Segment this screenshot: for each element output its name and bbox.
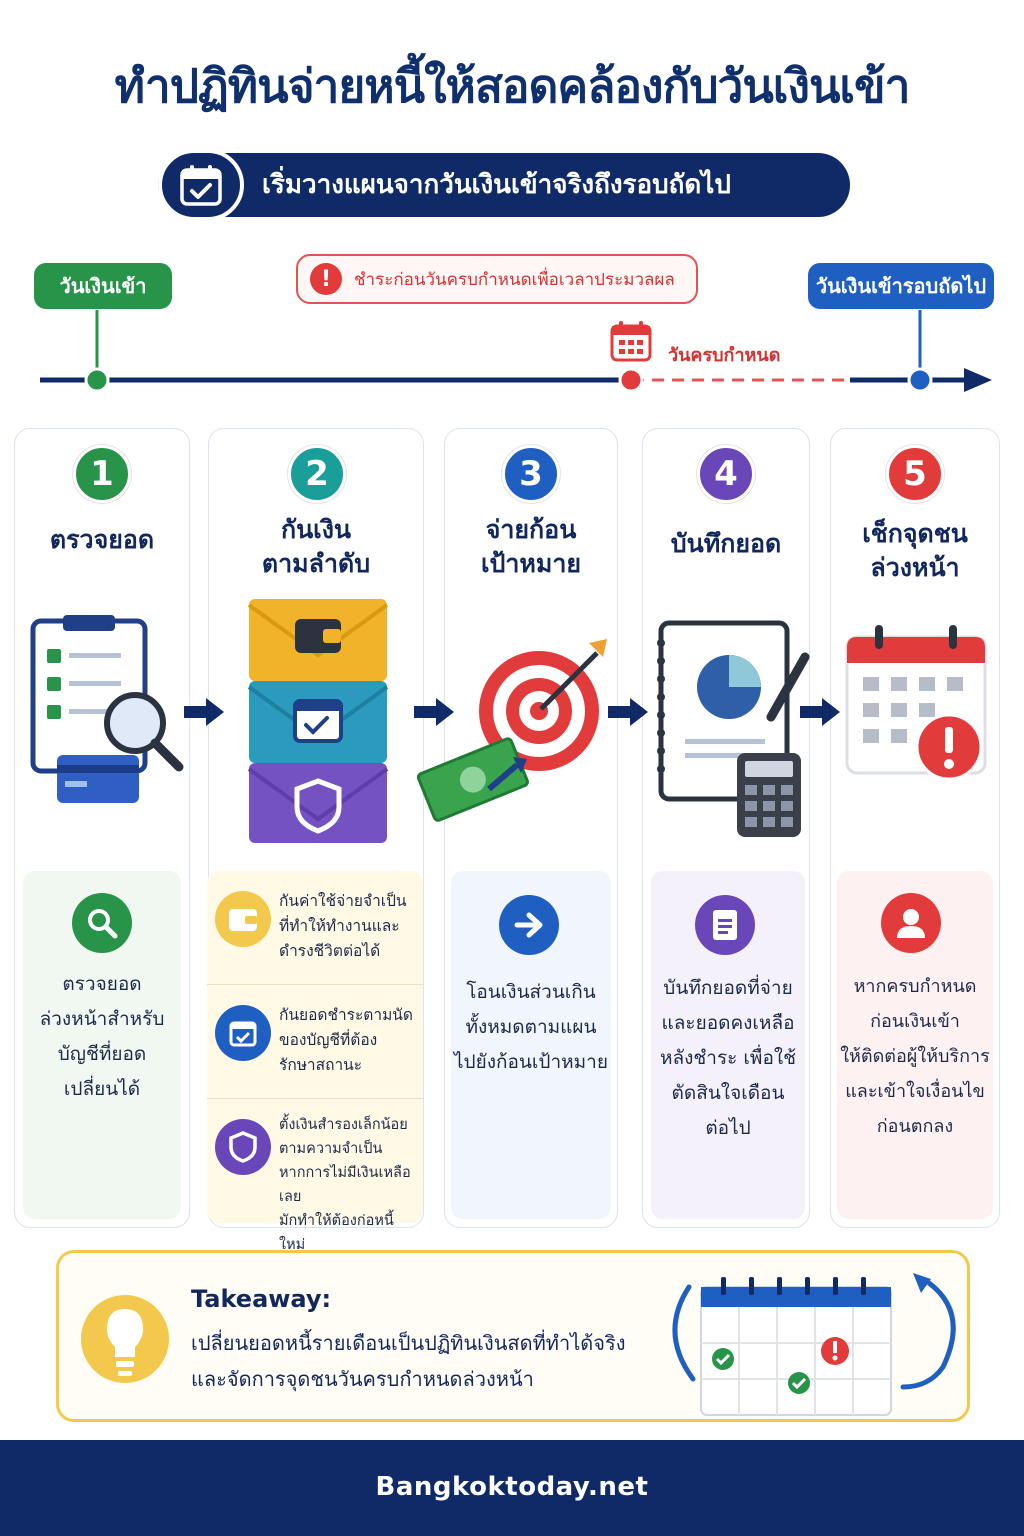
step-card-3: 3 จ่ายก้อน เป้าหมาย โอนเงินส่วนเกิน ทั้ง… (417, 428, 618, 1228)
person-icon (881, 893, 941, 953)
due-calendar-icon (610, 321, 652, 362)
detail-row-text: กันค่าใช้จ่ายจำเป็น ที่ทำให้ทำงานและ ดำร… (279, 892, 407, 960)
warning-text: ชำระก่อนวันครบกำหนดเพื่อเวลาประมวลผล (354, 269, 675, 290)
step-detail-box: โอนเงินส่วนเกิน ทั้งหมดตามแผน ไปยังก้อนเ… (451, 871, 611, 1219)
detail-row: ตั้งเงินสำรองเล็กน้อย ตามความจำเป็น หากก… (207, 1099, 423, 1253)
site-name: Bangkoktoday.net (375, 1472, 649, 1502)
step-number: 4 (697, 445, 755, 503)
step-number: 1 (73, 445, 131, 503)
step-number: 2 (288, 445, 346, 503)
alert-icon: ! (310, 263, 342, 295)
step-detail-text: โอนเงินส่วนเกิน ทั้งหมดตามแผน ไปยังก้อนเ… (453, 981, 608, 1073)
takeaway-text: เปลี่ยนยอดหนี้รายเดือนเป็นปฏิทินเงินสดที… (191, 1331, 626, 1391)
step-title: บันทึกยอด (670, 529, 782, 558)
takeaway-box: Takeaway: เปลี่ยนยอดหนี้รายเดือนเป็นปฏิท… (56, 1250, 970, 1422)
arrow-right-icon (184, 698, 224, 726)
step-card-4: 4 บันทึกยอด บันทึกยอดที่จ่าย และยอดคงเหล… (642, 428, 810, 1228)
due-date-label: วันครบกำหนด (668, 345, 781, 366)
cycle-calendar-icon (672, 1273, 956, 1416)
takeaway-title: Takeaway: (191, 1285, 332, 1313)
calendar-alert-illustration (845, 625, 987, 781)
step-detail-text: ตรวจยอด ล่วงหน้าสำหรับ บัญชีที่ยอด เปลี่… (39, 973, 165, 1100)
step-card-2: 2 กันเงิน ตามลำดับ กันค่าใช้จ่ายจำเป็น ท… (207, 428, 424, 1253)
page-title: ทำปฏิทินจ่ายหนี้ให้สอดคล้องกับวันเงินเข้… (114, 59, 911, 113)
timeline-line (40, 310, 992, 393)
detail-row-text: ตั้งเงินสำรองเล็กน้อย ตามความจำเป็น หากก… (279, 1117, 411, 1253)
detail-row-text: กันยอดชำระตามนัด ของบัญชีที่ต้อง รักษาสถ… (279, 1006, 413, 1074)
step-number: 5 (886, 445, 944, 503)
step-title: เช็กจุดชน ล่วงหน้า (862, 519, 968, 582)
detail-row: กันยอดชำระตามนัด ของบัญชีที่ต้อง รักษาสถ… (207, 985, 423, 1099)
footer-bar (0, 1440, 1024, 1536)
search-icon (72, 893, 132, 953)
arrow-right-icon (414, 698, 454, 726)
step-card-1: 1 ตรวจยอด ตรวจยอด ล่วงหน้าสำหรับ บัญชีที… (14, 428, 190, 1228)
next-payday-tag: วันเงินเข้ารอบถัดไป (808, 263, 994, 309)
clipboard-magnifier-illustration (30, 615, 184, 803)
arrow-right-icon (499, 895, 559, 955)
notebook-calculator-illustration (657, 620, 810, 837)
step-title: จ่ายก้อน เป้าหมาย (480, 515, 582, 578)
lightbulb-icon (81, 1295, 169, 1383)
step-card-5: 5 เช็กจุดชน ล่วงหน้า หากครบกำหนด ก่อนเงิ… (830, 428, 1000, 1228)
payday-tag: วันเงินเข้า (34, 263, 172, 309)
subtitle-banner: เริ่มวางแผนจากวันเงินเข้าจริงถึงรอบถัดไป (158, 149, 850, 221)
step-detail-box: ตรวจยอด ล่วงหน้าสำหรับ บัญชีที่ยอด เปลี่… (23, 871, 181, 1219)
arrow-right-icon (608, 698, 648, 726)
wallet-icon (215, 891, 271, 947)
step-detail-text: หากครบกำหนด ก่อนเงินเข้า ให้ติดต่อผู้ให้… (840, 976, 990, 1137)
target-illustration (417, 639, 607, 822)
step-detail-box: หากครบกำหนด ก่อนเงินเข้า ให้ติดต่อผู้ให้… (837, 871, 993, 1219)
calendar-check-icon (158, 149, 244, 221)
step-title: กันเงิน ตามลำดับ (261, 515, 371, 578)
step-detail-box: กันค่าใช้จ่ายจำเป็น ที่ทำให้ทำงานและ ดำร… (207, 871, 423, 1253)
shield-icon (215, 1119, 271, 1175)
arrow-right-icon (800, 698, 840, 726)
warning-banner: ! ชำระก่อนวันครบกำหนดเพื่อเวลาประมวลผล (296, 254, 698, 304)
step-detail-text: บันทึกยอดที่จ่าย และยอดคงเหลือ หลังชำระ … (659, 977, 797, 1139)
step-title: ตรวจยอด (49, 525, 155, 554)
calendar-icon (215, 1005, 271, 1061)
subtitle-text: เริ่มวางแผนจากวันเงินเข้าจริงถึงรอบถัดไป (262, 170, 731, 200)
step-number: 3 (502, 445, 560, 503)
envelope-stack-illustration (247, 599, 389, 843)
document-icon (695, 895, 755, 955)
step-detail-box: บันทึกยอดที่จ่าย และยอดคงเหลือ หลังชำระ … (651, 871, 805, 1219)
detail-row: กันค่าใช้จ่ายจำเป็น ที่ทำให้ทำงานและ ดำร… (207, 871, 423, 985)
